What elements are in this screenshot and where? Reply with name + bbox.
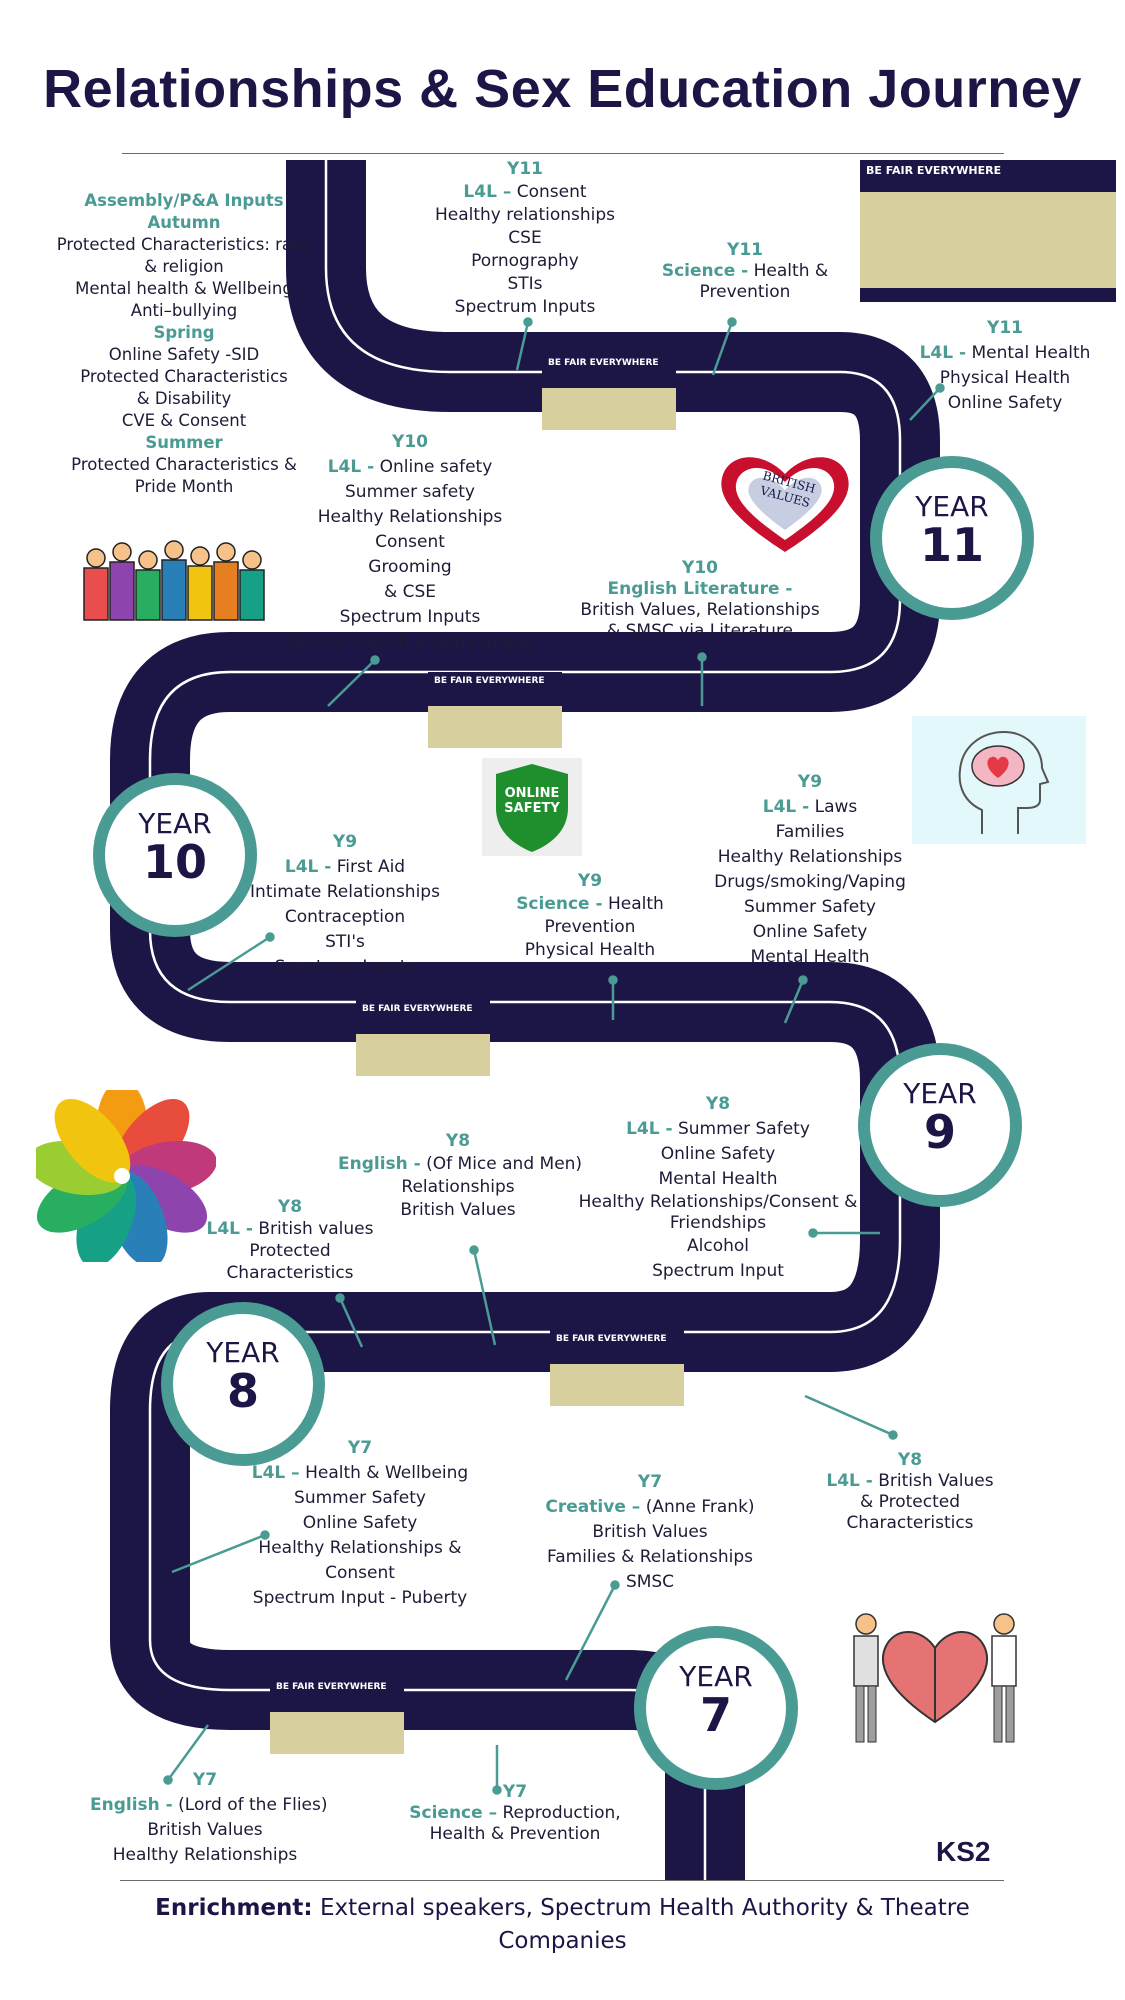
y8-l4l-right-block: Y8 L4L - Summer Safety Online Safety Men… <box>578 1094 858 1281</box>
y9-l4l-left-block: Y9 L4L - First Aid Intimate Relationship… <box>250 832 440 977</box>
ks2-label: KS2 <box>936 1836 991 1867</box>
y8-l4l-bottom-block: Y8 L4L - British Values & Protected Char… <box>826 1450 994 1533</box>
y11-science-block: Y11 Science - Health & Prevention <box>661 240 829 302</box>
year-9-marker: YEAR 9 <box>858 1043 1022 1207</box>
be-fair-poster-large: BE FAIR EVERYWHERE <box>860 160 1116 302</box>
y9-l4l-right-block: Y9 L4L - Laws Families Healthy Relations… <box>714 772 906 967</box>
crowd-illustration-icon <box>83 540 265 621</box>
online-safety-panel: ONLINE SAFETY <box>482 758 582 856</box>
y10-english-block: Y10 English Literature - British Values,… <box>580 558 820 641</box>
be-fair-poster-y8: BE FAIR EVERYWHERE <box>550 1330 684 1406</box>
y8-english-block: Y8 English - (Of Mice and Men) Relations… <box>338 1131 583 1220</box>
y7-l4l-block: Y7 L4L – Health & Wellbeing Summer Safet… <box>251 1438 469 1608</box>
assembly-inputs-block: Assembly/P&A Inputs Autumn Protected Cha… <box>56 191 312 496</box>
puzzle-heart-icon <box>853 1613 1017 1743</box>
be-fair-poster-y10: BE FAIR EVERYWHERE <box>428 672 562 748</box>
shield-icon <box>496 764 568 852</box>
y7-english-block: Y7 English - (Lord of the Flies) British… <box>90 1770 328 1865</box>
y7-science-block: Y7 Science – Reproduction, Health & Prev… <box>409 1782 621 1844</box>
y7-creative-block: Y7 Creative – (Anne Frank) British Value… <box>545 1472 755 1592</box>
be-fair-poster-y11: BE FAIR EVERYWHERE <box>542 354 676 430</box>
protected-characteristics-wheel-icon <box>36 1090 216 1262</box>
y11-l4l-right-block: Y11 L4L - Mental Health Physical Health … <box>919 318 1091 413</box>
page-title: Relationships & Sex Education Journey <box>43 59 1082 119</box>
title-divider <box>122 153 1004 154</box>
y10-l4l-block: Y10 L4L - Online safety Summer safety He… <box>290 432 535 652</box>
enrichment-footer: Enrichment: External speakers, Spectrum … <box>155 1895 970 1954</box>
mental-health-panel <box>912 716 1086 844</box>
y9-science-block: Y9 Science - Health Prevention Physical … <box>516 871 664 960</box>
be-fair-poster-y9: BE FAIR EVERYWHERE <box>356 1000 490 1076</box>
y8-l4l-left-block: Y8 L4L - British values Protected Charac… <box>206 1197 374 1283</box>
year-11-marker: YEAR 11 <box>870 456 1034 620</box>
be-fair-poster-y7: BE FAIR EVERYWHERE <box>270 1678 404 1754</box>
year-7-marker: YEAR 7 <box>634 1626 798 1790</box>
footer-divider <box>120 1880 1004 1881</box>
online-safety-label: ONLINE SAFETY <box>504 786 560 816</box>
year-10-marker: YEAR 10 <box>93 773 257 937</box>
brain-head-icon <box>958 730 1050 834</box>
british-values-heart-icon <box>721 457 849 552</box>
y11-l4l-top-block: Y11 L4L – Consent Healthy relationships … <box>434 159 616 317</box>
